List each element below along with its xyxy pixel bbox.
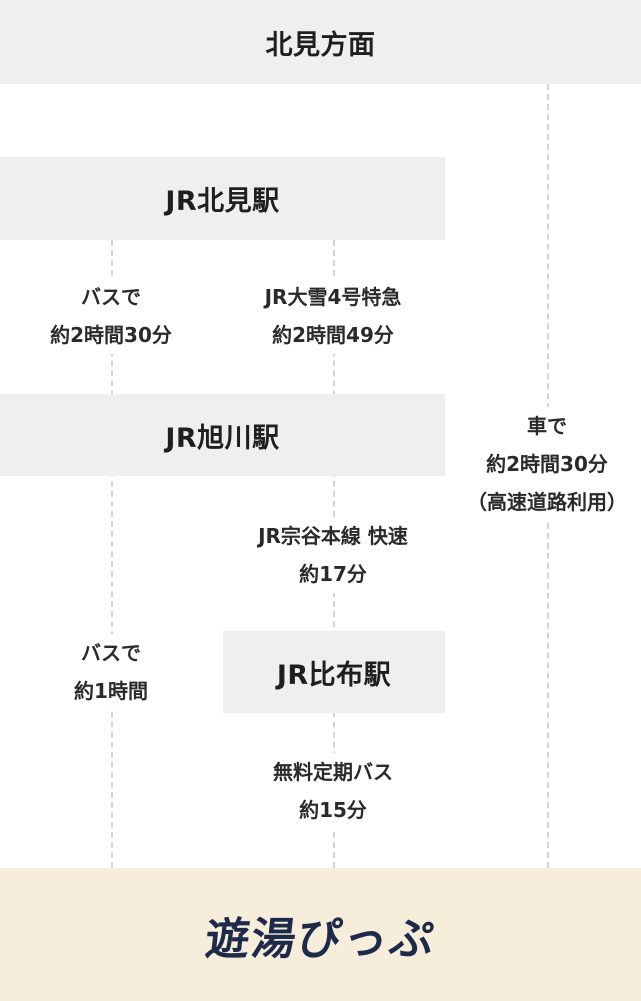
kitami-bus-mode: バスで [81, 285, 141, 309]
kitami-train-mode: JR大雪4号特急 [264, 285, 402, 309]
asahikawa-bus-mode: バスで [81, 641, 141, 665]
jr-pippu-station-label: JR比布駅 [276, 659, 392, 691]
soya-rapid-time: 約17分 [299, 562, 367, 586]
bus-route-line [111, 240, 113, 868]
car-mode: 車で [527, 414, 567, 438]
free-bus-route-label: 無料定期バス 約15分 [240, 753, 426, 829]
car-route-label: 車で 約2時間30分 （高速道路利用） [456, 407, 638, 521]
jr-asahikawa-station-label: JR旭川駅 [165, 422, 280, 454]
free-bus-time: 約15分 [299, 798, 367, 822]
kitami-train-route-label: JR大雪4号特急 約2時間49分 [228, 278, 438, 354]
asahikawa-bus-route-label: バスで 約1時間 [40, 634, 182, 710]
kitami-bus-time: 約2時間30分 [50, 323, 172, 347]
car-time: 約2時間30分 [486, 452, 608, 476]
jr-kitami-station-box: JR北見駅 [0, 157, 445, 240]
kitami-bus-route-label: バスで 約2時間30分 [20, 278, 202, 354]
jr-asahikawa-station-box: JR旭川駅 [0, 394, 445, 476]
yuyu-pippu-logo: 遊湯ぴっぷ [202, 913, 438, 965]
kitami-train-time: 約2時間49分 [272, 323, 394, 347]
jr-kitami-station-label: JR北見駅 [165, 186, 280, 217]
kitami-direction-label: 北見方面 [265, 29, 376, 61]
kitami-direction-box: 北見方面 [0, 0, 641, 84]
asahikawa-bus-time: 約1時間 [74, 679, 148, 703]
soya-rapid-mode: JR宗谷本線 快速 [258, 524, 408, 548]
soya-rapid-route-label: JR宗谷本線 快速 約17分 [228, 517, 438, 593]
destination-footer: 遊湯ぴっぷ [0, 868, 641, 1001]
car-note: （高速道路利用） [467, 490, 627, 514]
jr-pippu-station-box: JR比布駅 [223, 631, 445, 713]
free-bus-mode: 無料定期バス [273, 760, 393, 784]
